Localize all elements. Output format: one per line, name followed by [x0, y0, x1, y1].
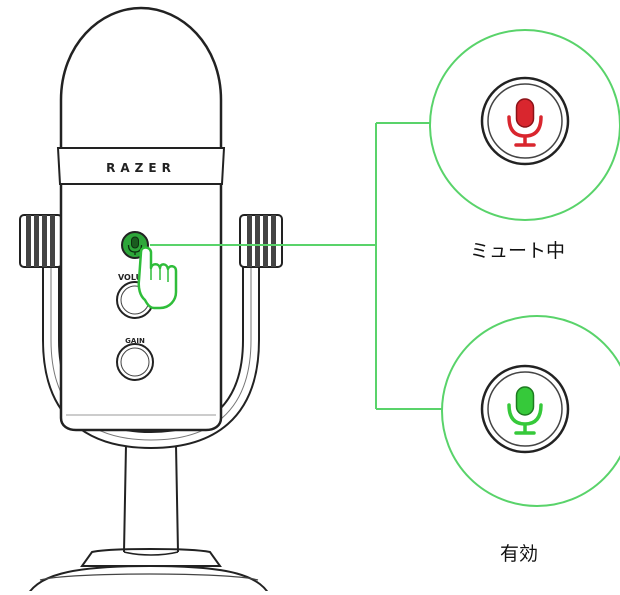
brand-logo: RAZER — [106, 161, 176, 175]
callout-connector — [150, 122, 444, 410]
gain-label: GAIN — [125, 337, 145, 345]
microphone-icon — [507, 98, 543, 147]
active-state-callout — [441, 315, 620, 507]
side-knob-right — [239, 214, 283, 268]
muted-state-label: ミュート中 — [470, 240, 566, 262]
microphone-icon — [507, 386, 543, 435]
mic-base — [26, 444, 271, 595]
active-state-label: 有効 — [500, 543, 539, 565]
pointing-hand-icon — [137, 246, 178, 310]
gain-knob[interactable] — [116, 343, 154, 381]
muted-state-callout — [429, 29, 620, 221]
volume-label: VOLUME — [118, 273, 156, 282]
side-knob-left — [19, 214, 63, 268]
mic-body — [56, 6, 226, 432]
